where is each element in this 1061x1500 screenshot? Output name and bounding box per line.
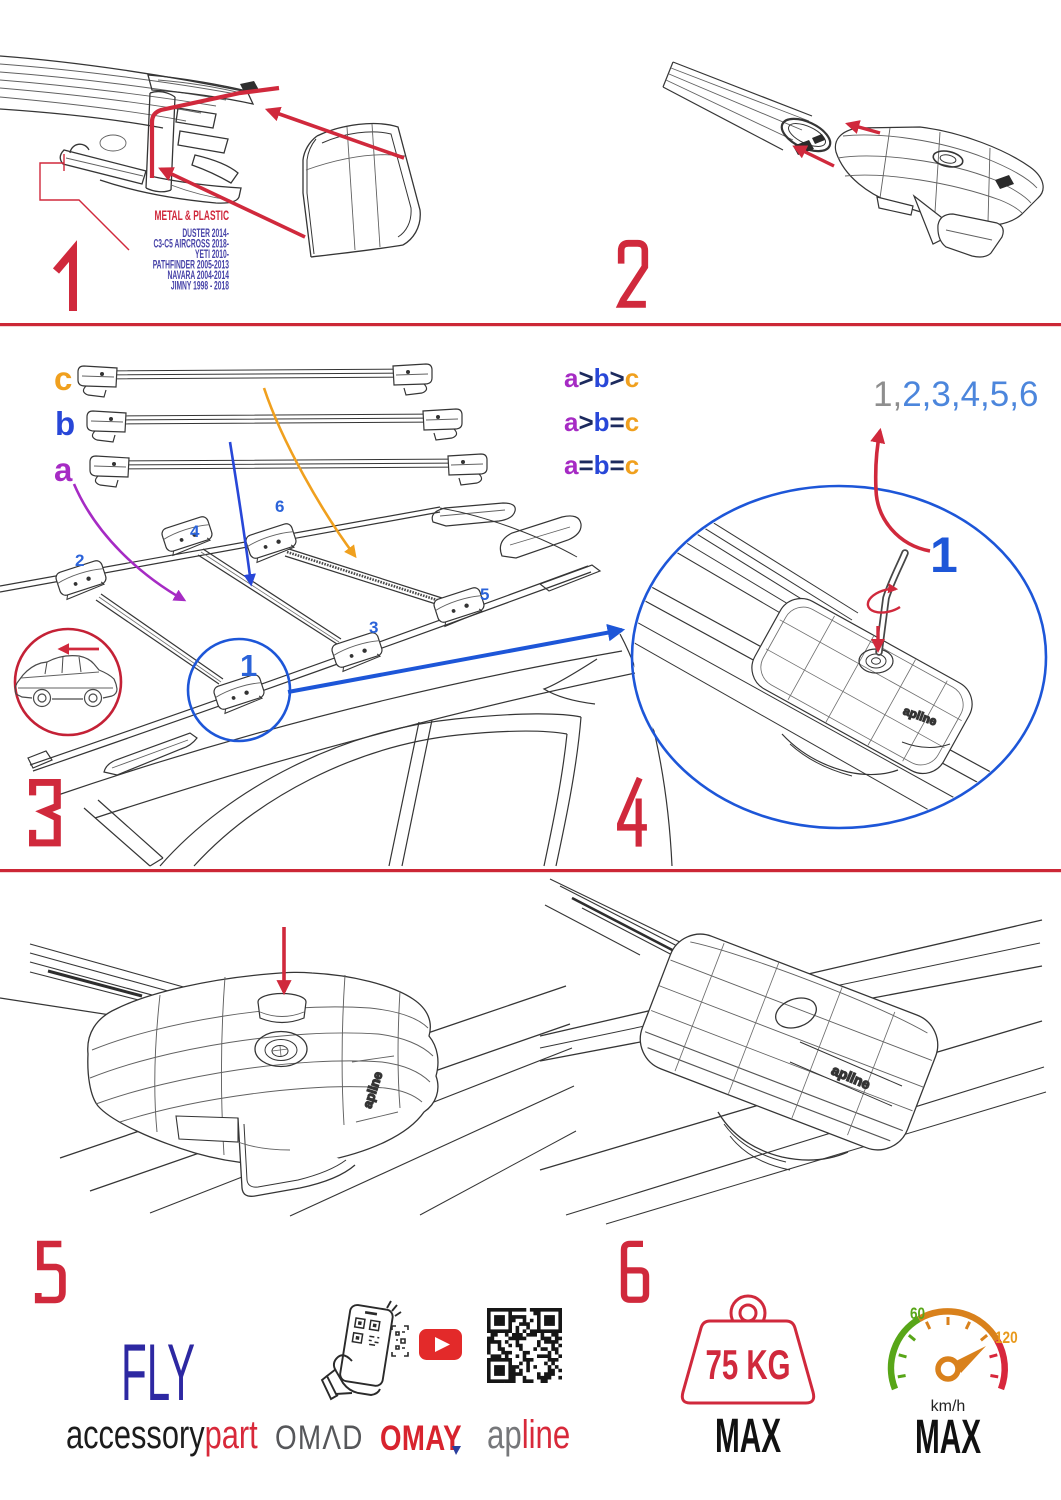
- svg-text:YETI 2010-: YETI 2010-: [195, 248, 229, 262]
- svg-text:c: c: [54, 360, 72, 397]
- svg-text:MAX: MAX: [915, 1411, 981, 1464]
- svg-text:apline: apline: [487, 1412, 570, 1457]
- svg-text:120: 120: [995, 1329, 1018, 1348]
- svg-text:60: 60: [910, 1305, 925, 1324]
- svg-text:2: 2: [75, 551, 84, 570]
- svg-text:OMΛD: OMΛD: [275, 1418, 364, 1456]
- svg-text:PATHFINDER 2005-2013: PATHFINDER 2005-2013: [153, 259, 229, 273]
- svg-text:JIMNY 1998 - 2018: JIMNY 1998 - 2018: [171, 280, 230, 294]
- svg-text:75 KG: 75 KG: [706, 1341, 791, 1389]
- svg-text:C3-C5 AIRCROSS 2018-: C3-C5 AIRCROSS 2018-: [153, 238, 229, 252]
- svg-text:MAX: MAX: [715, 1410, 781, 1463]
- svg-text:4: 4: [190, 522, 200, 541]
- svg-text:km/h: km/h: [931, 1398, 966, 1415]
- svg-text:3: 3: [369, 618, 378, 637]
- svg-text:a>b>c: a>b>c: [564, 363, 639, 393]
- svg-text:OMAY: OMAY: [380, 1418, 462, 1458]
- svg-text:5: 5: [480, 585, 489, 604]
- svg-text:NAVARA 2004-2014: NAVARA 2004-2014: [168, 269, 230, 283]
- svg-text:METAL & PLASTIC: METAL & PLASTIC: [155, 209, 229, 223]
- svg-text:1: 1: [240, 648, 257, 683]
- svg-text:a>b=c: a>b=c: [564, 407, 639, 437]
- svg-text:accessorypart: accessorypart: [66, 1412, 258, 1457]
- svg-text:FLY: FLY: [121, 1327, 195, 1417]
- svg-text:a=b=c: a=b=c: [564, 450, 639, 480]
- svg-text:a: a: [54, 451, 73, 488]
- svg-text:b: b: [55, 405, 75, 442]
- svg-text:1: 1: [930, 527, 958, 583]
- svg-text:1,2,3,4,5,6: 1,2,3,4,5,6: [873, 375, 1038, 414]
- svg-text:DUSTER 2014-: DUSTER 2014-: [182, 227, 229, 241]
- svg-text:6: 6: [275, 497, 284, 516]
